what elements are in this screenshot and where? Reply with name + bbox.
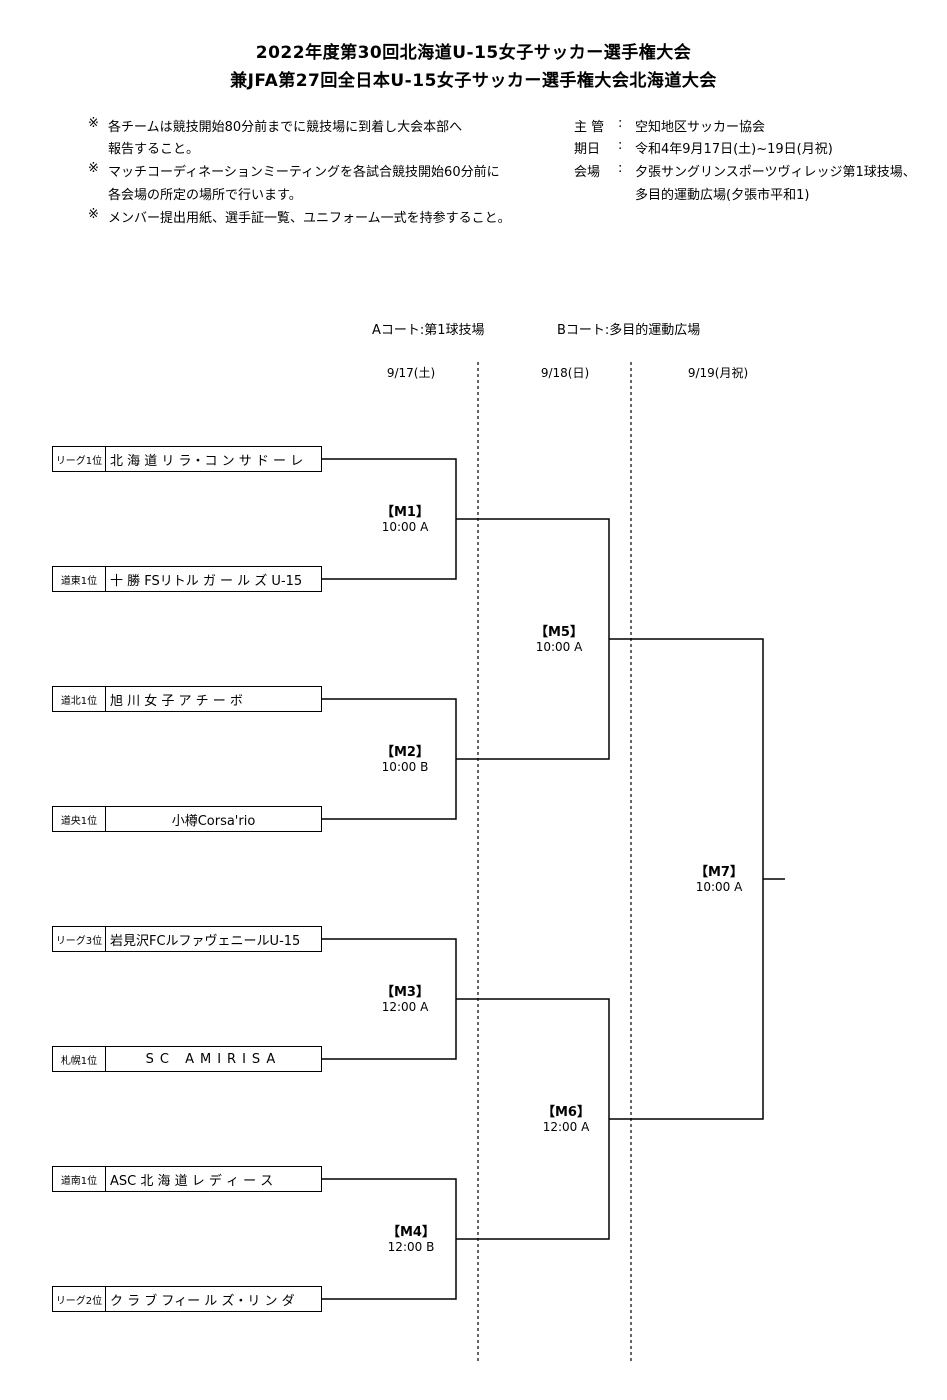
match-m6: 【M6】 12:00 A: [521, 1105, 611, 1135]
match-time: 10:00 A: [535, 640, 583, 654]
host-value: 空知地区サッカー協会: [635, 120, 766, 135]
team-rank: リーグ2位: [53, 1287, 106, 1311]
team-name: ク ラ ブ フィー ル ズ・リ ン ダ: [110, 1293, 295, 1309]
match-time: 12:00 B: [387, 1240, 435, 1254]
note-mark: ※: [88, 207, 99, 222]
match-id: 【M5】: [535, 625, 583, 640]
period-colon: :: [618, 138, 623, 153]
note-1b: 報告すること。: [108, 142, 200, 157]
date-day3: 9/19(月祝): [687, 366, 749, 380]
date-day2: 9/18(日): [540, 366, 590, 380]
title-line-2: 兼JFA第27回全日本U-15女子サッカー選手権大会北海道大会: [230, 71, 717, 91]
period-value: 令和4年9月17日(土)~19日(月祝): [635, 142, 833, 157]
team-row: 道東1位 十 勝 FSリトル ガ ー ル ズ U-15: [52, 566, 322, 592]
venue-label: 会場: [574, 165, 601, 180]
team-rank: 札幌1位: [53, 1047, 106, 1071]
venue-value-1: 夕張サングリンスポーツヴィレッジ第1球技場、: [635, 165, 916, 180]
host-colon: :: [618, 116, 623, 131]
match-m4: 【M4】 12:00 B: [366, 1225, 456, 1255]
team-rank: リーグ3位: [53, 927, 106, 951]
match-time: 10:00 A: [695, 880, 743, 894]
match-time: 10:00 B: [381, 760, 429, 774]
note-1a: 各チームは競技開始80分前までに競技場に到着し大会本部へ: [108, 120, 463, 135]
team-name: 北 海 道 リ ラ・コ ン サ ド ー レ: [110, 453, 304, 469]
venue-value-2: 多目的運動広場(夕張市平和1): [635, 188, 810, 203]
match-id: 【M2】: [381, 745, 429, 760]
team-row: 道南1位 ASC 北 海 道 レ デ ィ ー ス: [52, 1166, 322, 1192]
note-mark: ※: [88, 161, 99, 176]
match-m7: 【M7】 10:00 A: [674, 865, 764, 895]
match-m5: 【M5】 10:00 A: [514, 625, 604, 655]
match-id: 【M1】: [381, 505, 429, 520]
team-name: ASC 北 海 道 レ デ ィ ー ス: [110, 1173, 274, 1189]
match-id: 【M3】: [381, 985, 429, 1000]
note-3: メンバー提出用紙、選手証一覧、ユニフォーム一式を持参すること。: [108, 211, 511, 226]
court-b-label: Bコート:多目的運動広場: [557, 323, 701, 338]
team-row: 札幌1位 SC AMIRISA: [52, 1046, 322, 1072]
team-row: リーグ3位 岩見沢FCルファヴェニールU-15: [52, 926, 322, 952]
match-m3: 【M3】 12:00 A: [360, 985, 450, 1015]
team-name: 小樽Corsa'rio: [171, 813, 256, 829]
team-rank: 道東1位: [53, 567, 106, 591]
note-2b: 各会場の所定の場所で行います。: [108, 188, 302, 203]
note-mark: ※: [88, 116, 99, 131]
team-row: リーグ2位 ク ラ ブ フィー ル ズ・リ ン ダ: [52, 1286, 322, 1312]
match-m1: 【M1】 10:00 A: [360, 505, 450, 535]
match-id: 【M6】: [542, 1105, 590, 1120]
match-id: 【M7】: [695, 865, 743, 880]
match-time: 12:00 A: [381, 1000, 429, 1014]
team-rank: 道南1位: [53, 1167, 106, 1191]
match-time: 12:00 A: [542, 1120, 590, 1134]
team-rank: 道央1位: [53, 807, 106, 831]
court-a-label: Aコート:第1球技場: [372, 323, 485, 338]
team-row: リーグ1位 北 海 道 リ ラ・コ ン サ ド ー レ: [52, 446, 322, 472]
venue-colon: :: [618, 161, 623, 176]
match-time: 10:00 A: [381, 520, 429, 534]
team-row: 道央1位 小樽Corsa'rio: [52, 806, 322, 832]
date-day1: 9/17(土): [386, 366, 436, 380]
match-m2: 【M2】 10:00 B: [360, 745, 450, 775]
team-name: SC AMIRISA: [145, 1051, 282, 1067]
team-row: 道北1位 旭 川 女 子 ア チ ー ボ: [52, 686, 322, 712]
match-id: 【M4】: [387, 1225, 435, 1240]
team-name: 岩見沢FCルファヴェニールU-15: [110, 933, 301, 949]
team-name: 旭 川 女 子 ア チ ー ボ: [110, 693, 243, 709]
title-line-1: 2022年度第30回北海道U-15女子サッカー選手権大会: [255, 43, 692, 63]
note-2a: マッチコーディネーションミーティングを各試合競技開始60分前に: [108, 165, 500, 180]
team-rank: リーグ1位: [53, 447, 106, 471]
host-label: 主 管: [574, 120, 605, 135]
team-name: 十 勝 FSリトル ガ ー ル ズ U-15: [110, 573, 303, 589]
period-label: 期日: [574, 142, 601, 157]
team-rank: 道北1位: [53, 687, 106, 711]
